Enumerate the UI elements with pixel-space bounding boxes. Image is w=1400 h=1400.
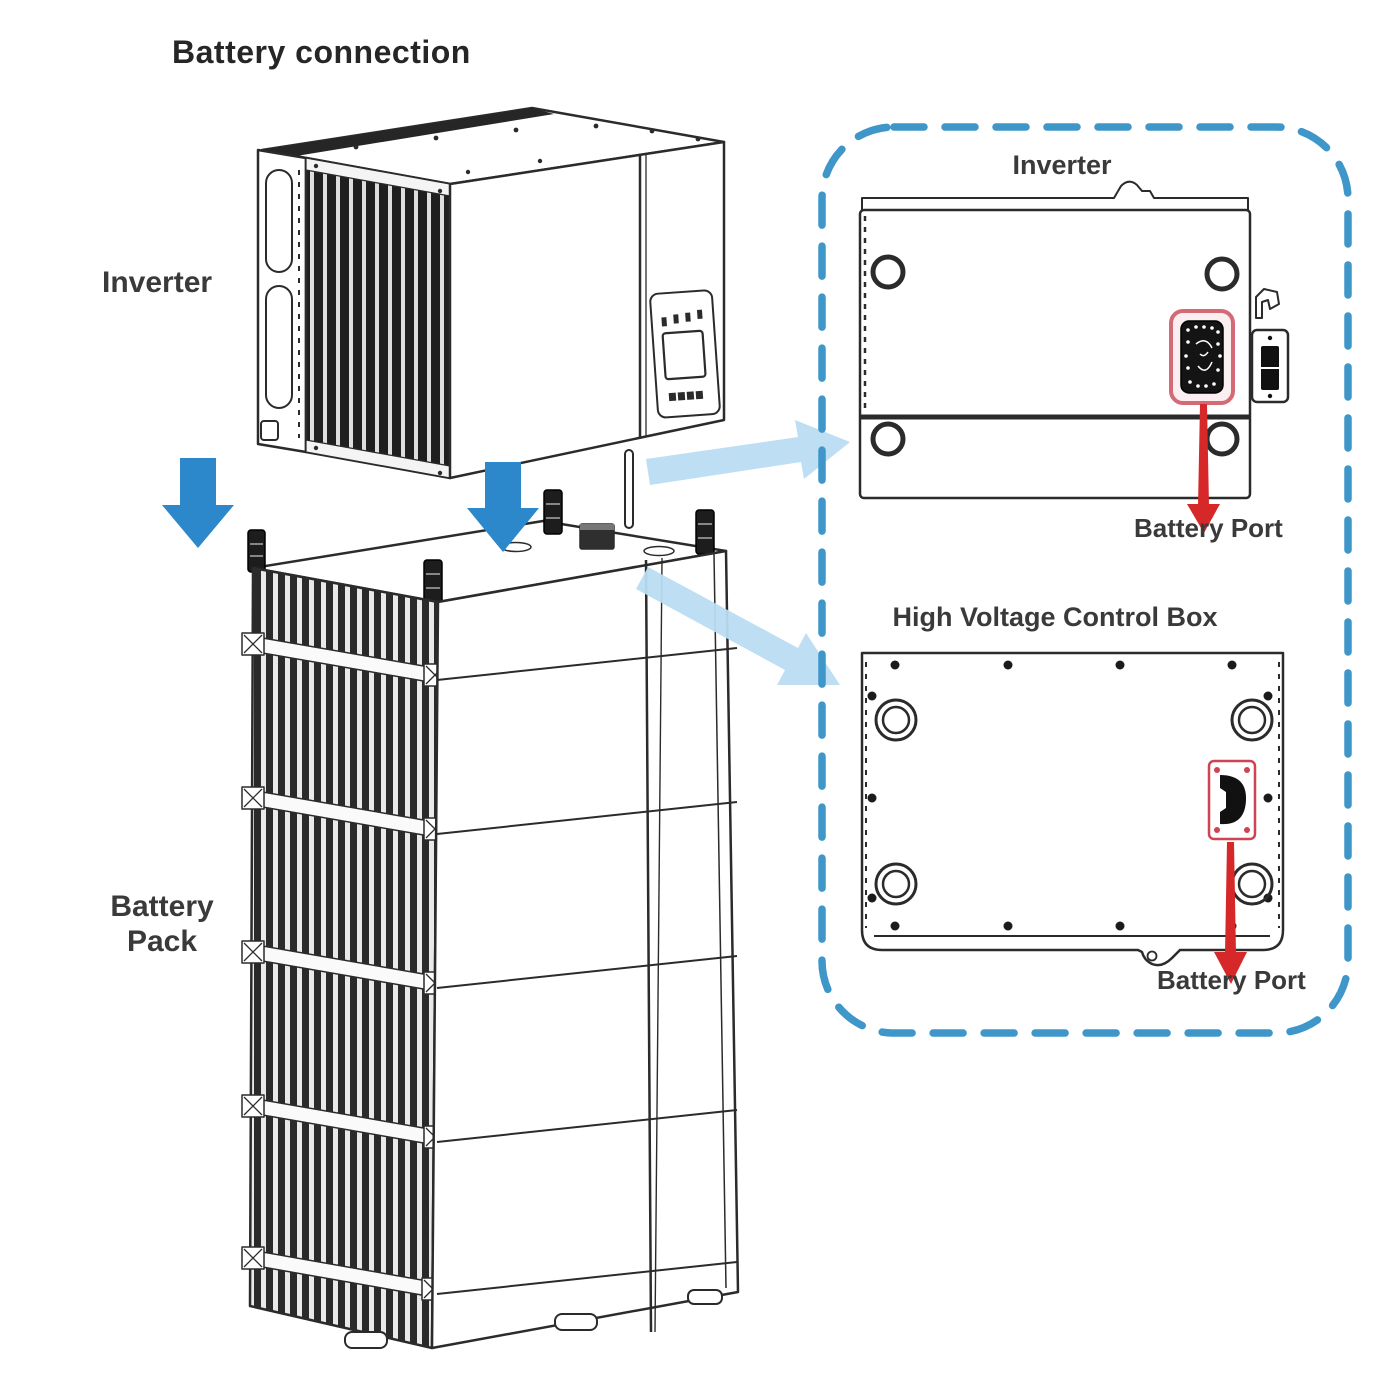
inverter-battery-port — [1169, 309, 1235, 405]
battery-pack-isometric-drawing — [241, 489, 740, 1350]
hvcb-battery-port-label: Battery Port — [1157, 965, 1306, 995]
callout-arrow-bottom-icon — [636, 567, 840, 685]
down-arrow-center-icon — [467, 462, 539, 552]
detail-inverter-title: Inverter — [1012, 150, 1112, 180]
display-panel — [649, 289, 721, 419]
hv-control-box-title: High Voltage Control Box — [892, 602, 1218, 632]
port-pointer-arrow-top-icon — [1187, 404, 1220, 533]
inverter-battery-port-label: Battery Port — [1134, 513, 1283, 543]
detail-panel-dashed-border — [818, 123, 1352, 1037]
inverter-label: Inverter — [102, 266, 213, 299]
inverter-bottom-view — [858, 180, 1290, 533]
hvcb-battery-port — [1207, 759, 1257, 841]
power-switch — [1250, 288, 1290, 404]
hv-control-box-bottom-view — [860, 651, 1285, 984]
inverter-isometric-drawing — [256, 106, 726, 529]
port-pointer-arrow-bottom-icon — [1214, 842, 1247, 984]
clamp-posts — [247, 489, 715, 605]
down-arrow-left-icon — [162, 458, 234, 548]
battery-pack-label-line1: Battery — [110, 890, 214, 923]
battery-pack-label: Battery Pack — [110, 890, 213, 959]
module-separator-bands — [241, 632, 447, 1301]
callout-arrow-top-icon — [646, 420, 850, 485]
page-title: Battery connection — [172, 34, 471, 70]
battery-pack-label-line2: Pack — [126, 924, 198, 958]
